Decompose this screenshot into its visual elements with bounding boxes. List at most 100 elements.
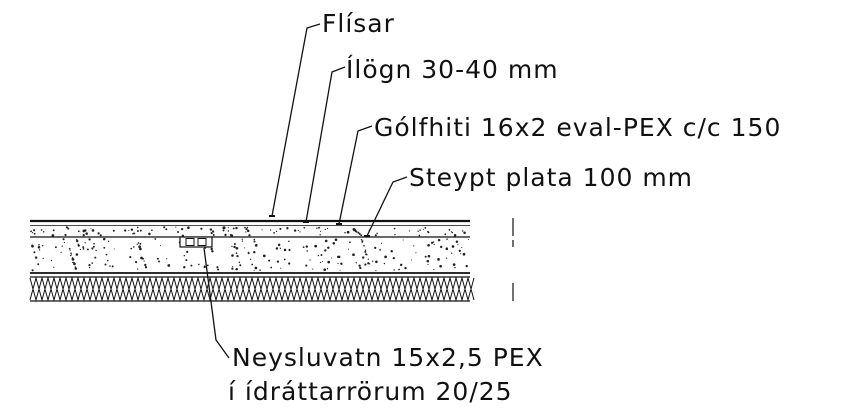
stipple-dot bbox=[365, 253, 367, 256]
stipple-dot bbox=[136, 226, 139, 229]
stipple-dot bbox=[440, 245, 443, 249]
stipple-dot bbox=[408, 230, 410, 232]
stipple-dot bbox=[458, 249, 461, 252]
stipple-dot bbox=[427, 243, 430, 247]
stipple-dot bbox=[288, 262, 291, 265]
stipple-dot bbox=[248, 234, 251, 237]
stipple-dot bbox=[326, 268, 329, 270]
stipple-dot bbox=[68, 228, 70, 230]
stipple-dot bbox=[254, 266, 258, 270]
stipple-dot bbox=[380, 242, 383, 244]
stipple-dot bbox=[42, 257, 44, 260]
stipple-dot bbox=[154, 238, 157, 240]
stipple-dot bbox=[71, 254, 73, 256]
stipple-dot bbox=[361, 241, 363, 243]
stipple-dot bbox=[358, 233, 361, 235]
stipple-dot bbox=[427, 254, 431, 258]
stipple-dot bbox=[37, 246, 41, 249]
stipple-dot bbox=[334, 238, 338, 241]
stipple-dot bbox=[293, 229, 297, 232]
stipple-dot bbox=[270, 266, 273, 269]
stipple-dot bbox=[135, 261, 138, 264]
stipple-dot bbox=[136, 230, 139, 232]
stipple-dot bbox=[320, 254, 323, 256]
stipple-dot bbox=[82, 246, 85, 249]
stipple-dot bbox=[369, 263, 371, 265]
leader-floor-heating bbox=[338, 125, 373, 225]
leader-screed bbox=[305, 66, 346, 223]
stipple-dot bbox=[165, 228, 168, 231]
stipple-dot bbox=[38, 249, 41, 251]
stipple-dot bbox=[324, 239, 328, 243]
stipple-dot bbox=[105, 253, 108, 256]
stipple-dot bbox=[417, 230, 419, 232]
stipple-dot bbox=[124, 229, 127, 232]
stipple-dot bbox=[190, 264, 193, 267]
stipple-dot bbox=[51, 234, 55, 237]
stipple-dot bbox=[241, 238, 243, 240]
stipple-dot bbox=[336, 255, 340, 259]
stipple-dot bbox=[216, 266, 219, 269]
stipple-dot bbox=[362, 256, 365, 259]
stipple-dot bbox=[273, 232, 275, 234]
stipple-dot bbox=[233, 242, 236, 246]
stipple-dot bbox=[77, 243, 79, 245]
stipple-dot bbox=[288, 240, 290, 242]
stipple-dot bbox=[424, 227, 427, 229]
stipple-dot bbox=[318, 226, 320, 229]
stipple-dot bbox=[63, 241, 66, 244]
stipple-dot bbox=[374, 246, 377, 249]
stipple-dot bbox=[159, 245, 162, 247]
stipple-dot bbox=[280, 267, 282, 269]
stipple-dot bbox=[37, 263, 39, 265]
stipple-dot bbox=[419, 229, 421, 231]
stipple-dot bbox=[415, 252, 417, 254]
stipple-dot bbox=[235, 252, 238, 254]
stipple-dot bbox=[327, 246, 330, 249]
stipple-dot bbox=[82, 234, 85, 237]
stipple-dot bbox=[247, 252, 250, 255]
stipple-dot bbox=[50, 259, 53, 262]
stipple-dot bbox=[437, 238, 441, 242]
stipple-dot bbox=[206, 264, 209, 267]
stipple-dot bbox=[92, 245, 95, 248]
stipple-dot bbox=[277, 243, 281, 247]
stipple-dot bbox=[232, 266, 234, 268]
stipple-dot bbox=[448, 229, 451, 231]
stipple-dot bbox=[286, 227, 289, 230]
stipple-dot bbox=[109, 265, 111, 267]
stipple-dot bbox=[130, 247, 133, 250]
stipple-dot bbox=[33, 251, 36, 254]
stipple-dot bbox=[139, 229, 142, 232]
stipple-dot bbox=[210, 247, 213, 251]
stipple-dot bbox=[314, 244, 318, 248]
stipple-dot bbox=[38, 244, 40, 246]
stipple-dot bbox=[99, 234, 102, 237]
stipple-dot bbox=[461, 246, 463, 249]
stipple-dot bbox=[399, 263, 403, 267]
label-screed: Ílögn 30-40 mm bbox=[346, 55, 559, 84]
stipple-dot bbox=[246, 229, 250, 233]
stipple-dot bbox=[111, 265, 114, 268]
stipple-dot bbox=[73, 262, 76, 266]
stipple-dot bbox=[158, 260, 160, 263]
stipple-dot bbox=[251, 263, 254, 266]
stipple-dot bbox=[200, 227, 203, 230]
stipple-dot bbox=[151, 229, 153, 231]
stipple-dot bbox=[319, 261, 322, 263]
leader-concrete-slab bbox=[366, 176, 408, 237]
stipple-dot bbox=[363, 244, 365, 247]
stipple-dot bbox=[288, 248, 291, 252]
stipple-dot bbox=[198, 263, 200, 266]
stipple-dot bbox=[65, 234, 67, 237]
stipple-dot bbox=[279, 227, 282, 230]
stipple-dot bbox=[450, 231, 452, 233]
stipple-dot bbox=[211, 250, 214, 253]
stipple-dot bbox=[34, 256, 38, 259]
stipple-dot bbox=[128, 229, 130, 232]
stipple-dot bbox=[322, 260, 324, 263]
stipple-dot bbox=[107, 259, 109, 262]
stipple-dot bbox=[245, 228, 248, 231]
stipple-dot bbox=[235, 268, 237, 271]
